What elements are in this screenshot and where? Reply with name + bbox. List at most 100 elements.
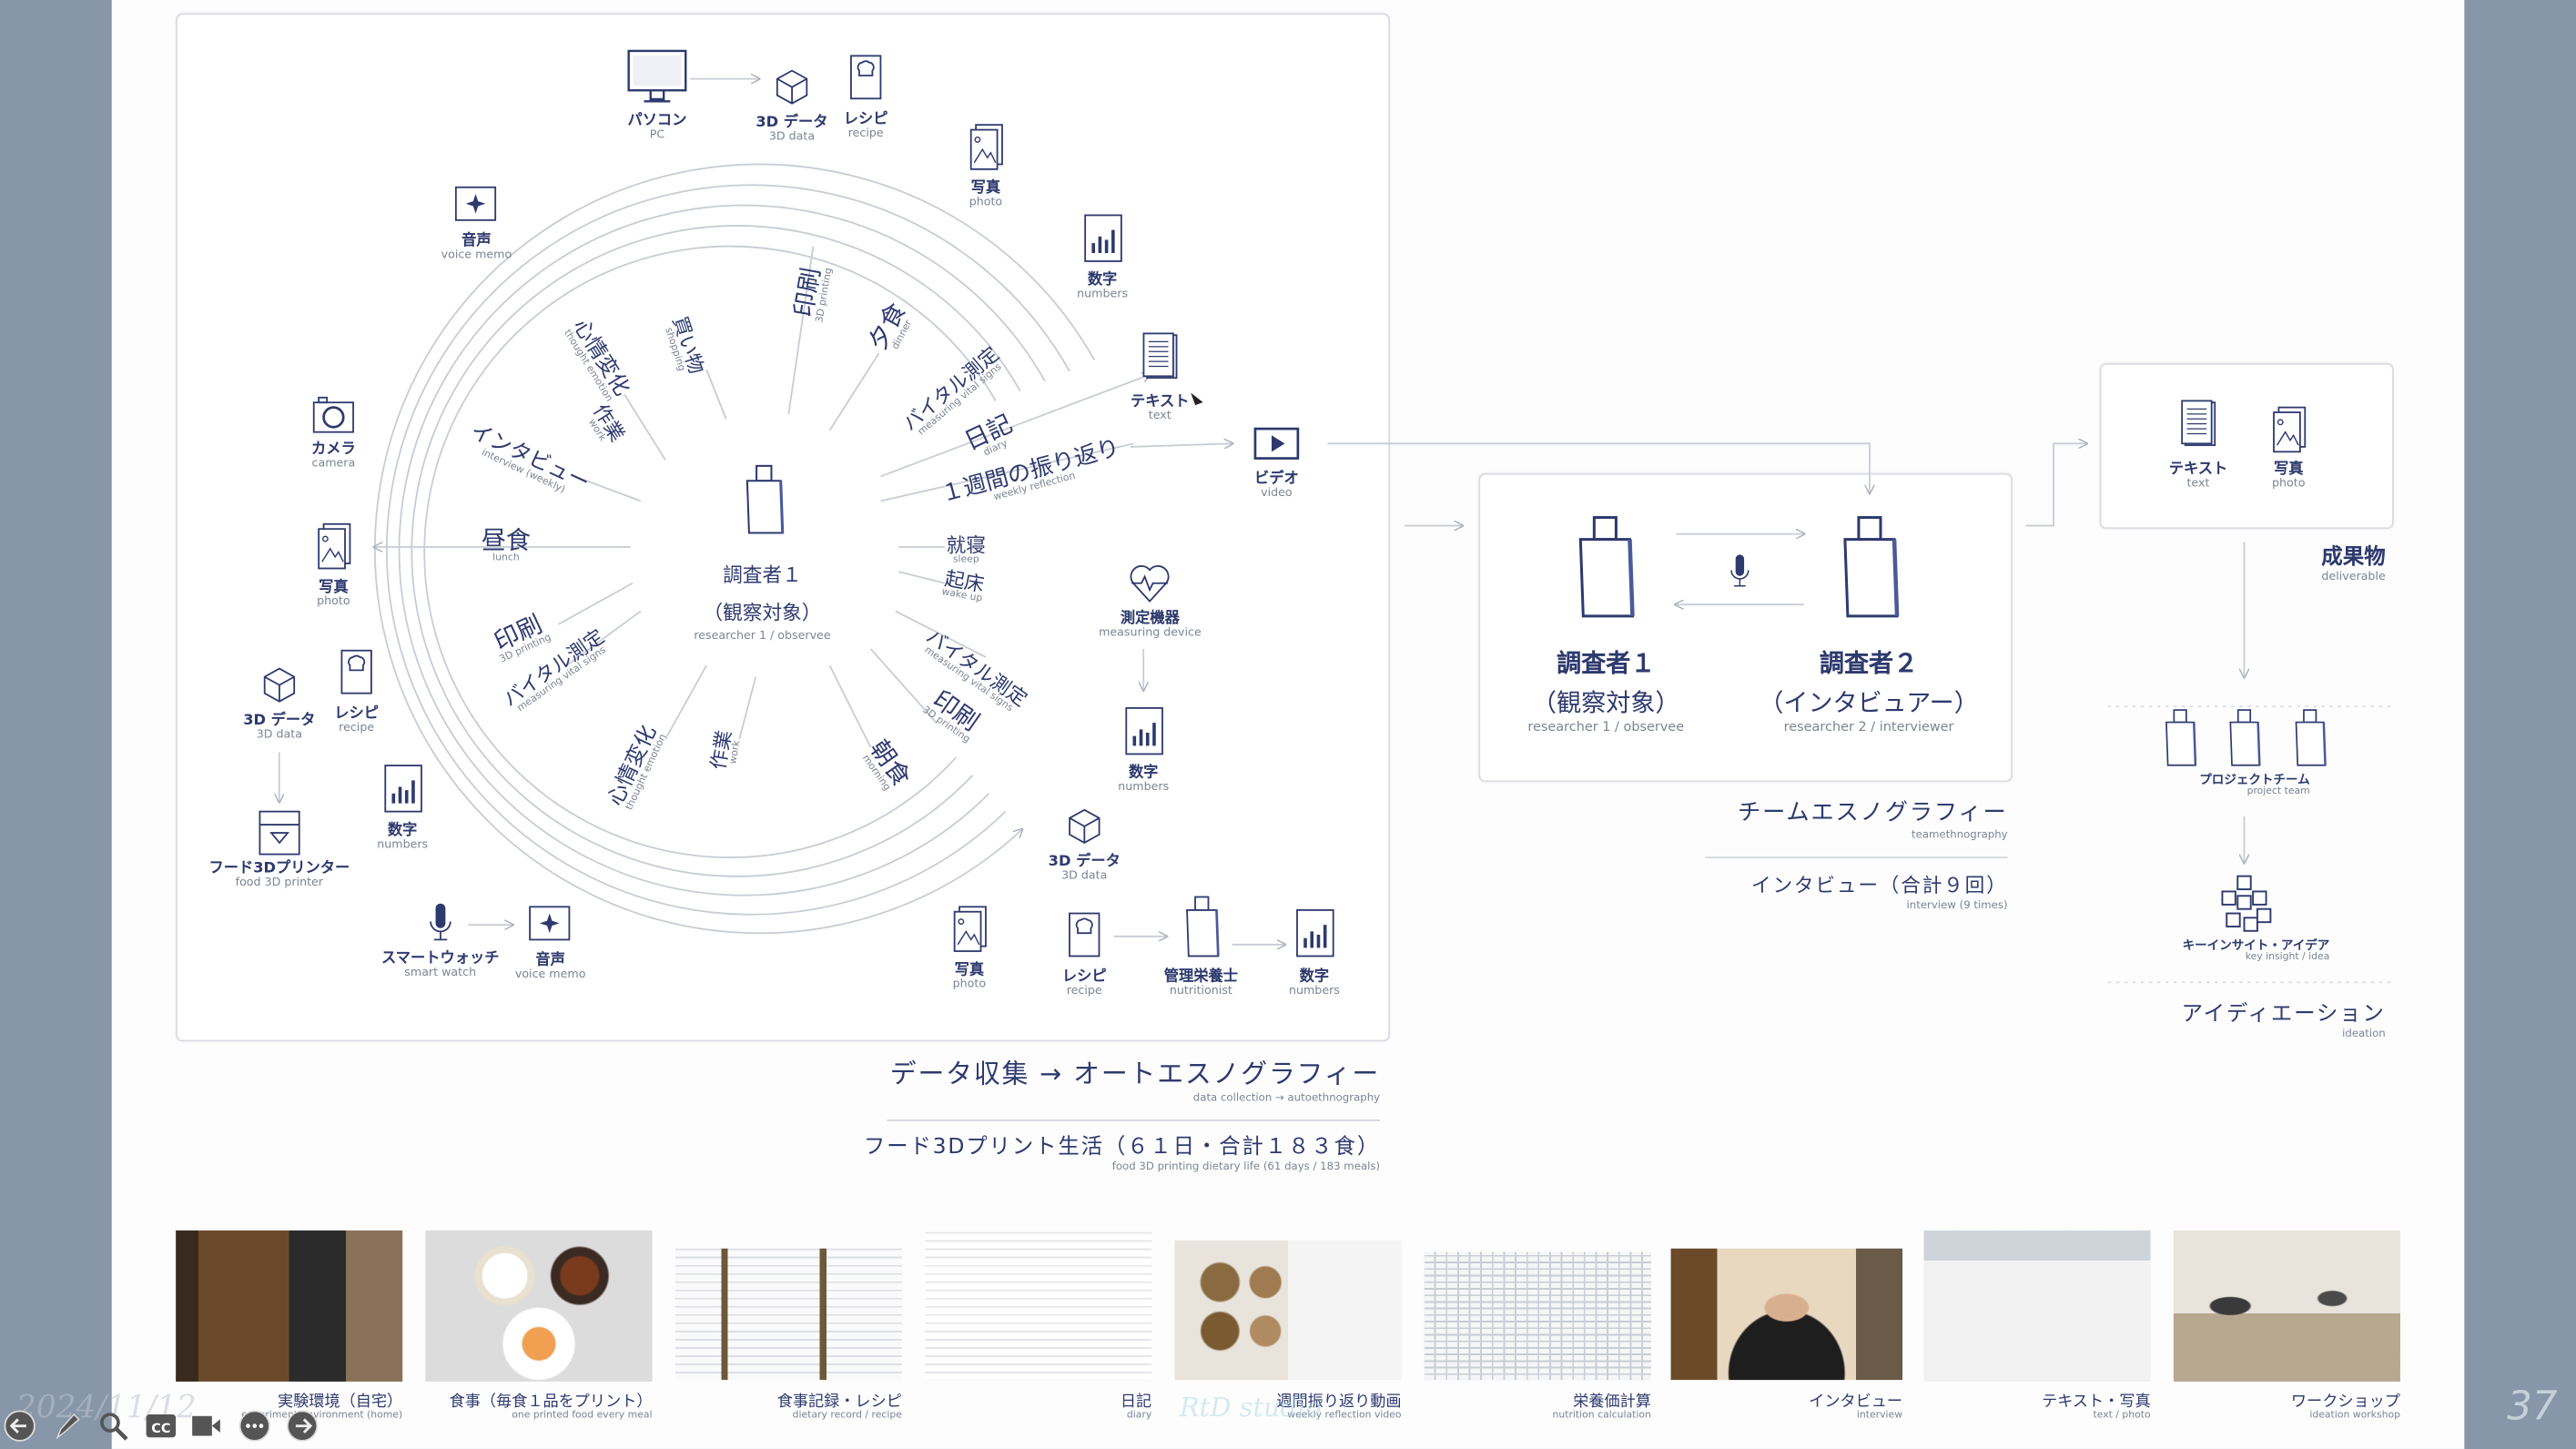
deliverable-panel bbox=[2099, 362, 2394, 530]
zoom-icon[interactable] bbox=[96, 1410, 129, 1443]
thumbnail-diary bbox=[925, 1231, 1152, 1381]
caption-en: interview bbox=[1856, 1410, 1903, 1423]
pen-icon[interactable] bbox=[51, 1410, 84, 1443]
caption-en: weekly reflection video bbox=[1287, 1410, 1402, 1423]
node-label: 管理栄養士 bbox=[1163, 968, 1239, 986]
team-member-icon bbox=[2221, 706, 2267, 769]
node-label-en: 3D data bbox=[768, 130, 816, 144]
thumbnail-workshop bbox=[2173, 1230, 2400, 1382]
label-jp: 就寝 bbox=[946, 533, 986, 557]
node-label: 写真 bbox=[2273, 461, 2304, 479]
caption-jp: 実験環境（自宅） bbox=[277, 1393, 403, 1412]
node-label: スマートウォッチ bbox=[380, 951, 500, 968]
node-label: 数字 bbox=[387, 823, 418, 840]
node-label: 音声 bbox=[535, 952, 565, 969]
ideation-caption: アイディエーション ideation bbox=[2103, 996, 2386, 1040]
label-en: lunch bbox=[492, 552, 520, 564]
label-en: key insight / idea bbox=[2245, 950, 2330, 962]
node-label-en: video bbox=[1261, 487, 1293, 501]
microphone-icon bbox=[416, 898, 465, 947]
caption-en: dietary record / recipe bbox=[792, 1410, 902, 1423]
page-number: 37 bbox=[2507, 1383, 2558, 1430]
autoethnography-caption: データ収集 → オートエスノグラフィー data collection → au… bbox=[723, 1051, 1380, 1104]
node-label-en: PC bbox=[649, 128, 665, 143]
node-label: 音声 bbox=[461, 233, 492, 250]
node-label: 写真 bbox=[954, 962, 985, 979]
caption-subtitle: food 3D printing dietary life (61 days /… bbox=[1111, 1160, 1381, 1173]
key-insight-label: キーインサイト・アイデア key insight / idea bbox=[2086, 939, 2330, 962]
caption-title: インタビュー（合計９回） bbox=[1750, 874, 2008, 897]
next-slide-icon[interactable] bbox=[286, 1410, 319, 1443]
thumbnail-printed-meal bbox=[425, 1230, 653, 1382]
researcher-1-icon bbox=[1564, 501, 1646, 632]
person-icon bbox=[1176, 887, 1225, 967]
bar-chart-icon bbox=[378, 757, 427, 820]
node-label: 数字 bbox=[1299, 968, 1330, 986]
researcher-2-icon bbox=[1829, 501, 1911, 632]
cube-icon bbox=[255, 661, 304, 710]
sticky-notes-icon bbox=[2211, 874, 2277, 939]
node-label-en: text bbox=[2186, 477, 2210, 491]
node-label: レシピ bbox=[334, 706, 380, 724]
team-member-icon bbox=[2157, 706, 2204, 769]
closed-caption-icon[interactable]: CC bbox=[145, 1410, 177, 1443]
bar-chart-icon bbox=[1119, 700, 1168, 763]
thumbnail-dietary-record bbox=[674, 1248, 902, 1381]
caption-jp: テキスト・写真 bbox=[2042, 1393, 2151, 1412]
node-label-en: smart watch bbox=[404, 967, 477, 980]
data-collection-panel bbox=[176, 13, 1390, 1042]
left-margin bbox=[0, 0, 112, 1449]
node-label: パソコン bbox=[627, 113, 687, 130]
label-jp: 昼食 bbox=[481, 525, 532, 556]
cube-icon bbox=[1060, 802, 1109, 851]
svg-text:CC: CC bbox=[151, 1422, 170, 1436]
label-jp: 調査者２ bbox=[1819, 648, 1919, 679]
node-label: 写真 bbox=[970, 180, 1001, 198]
node-label-en: text bbox=[1148, 410, 1171, 423]
center-label: 調査者１ （観察対象） researcher 1 / observee bbox=[694, 560, 830, 643]
more-options-icon[interactable] bbox=[238, 1410, 271, 1443]
label-jp2: （観察対象） bbox=[1532, 687, 1680, 717]
caption-subtitle: data collection → autoethnography bbox=[1192, 1090, 1381, 1104]
label-en: researcher 2 / interviewer bbox=[1783, 719, 1954, 735]
thumbnail-nutrition bbox=[1424, 1251, 1651, 1381]
node-label-en: camera bbox=[311, 457, 356, 471]
deliverable-caption: 成果物 deliverable bbox=[2135, 539, 2385, 583]
node-label: テキスト bbox=[2168, 461, 2228, 479]
node-label-en: numbers bbox=[1288, 984, 1340, 998]
dietary-life-caption: フード3Dプリント生活（６１日・合計１８３食） food 3D printing… bbox=[723, 1129, 1380, 1173]
researcher-1-label: 調査者１ （観察対象） researcher 1 / observee bbox=[1486, 649, 1725, 736]
document-icon bbox=[1135, 322, 1184, 391]
teamethnography-panel bbox=[1478, 472, 2013, 783]
recipe-icon bbox=[1060, 904, 1109, 967]
caption-jp: 栄養価計算 bbox=[1573, 1393, 1651, 1412]
node-label-en: voice memo bbox=[514, 968, 586, 982]
caption-en: nutrition calculation bbox=[1552, 1410, 1651, 1423]
caption-subtitle: deliverable bbox=[2321, 570, 2386, 583]
voice-memo-icon bbox=[519, 900, 582, 949]
caption-jp: ワークショップ bbox=[2290, 1393, 2400, 1412]
photo-icon bbox=[945, 900, 994, 959]
previous-slide-icon[interactable] bbox=[4, 1410, 36, 1443]
node-label-en: food 3D printer bbox=[235, 876, 324, 890]
studio-watermark: RtD studio bbox=[1179, 1391, 1322, 1424]
caption-title: チームエスノグラフィー bbox=[1738, 799, 2008, 826]
node-label-en: recipe bbox=[339, 722, 375, 735]
video-icon[interactable] bbox=[190, 1410, 223, 1443]
